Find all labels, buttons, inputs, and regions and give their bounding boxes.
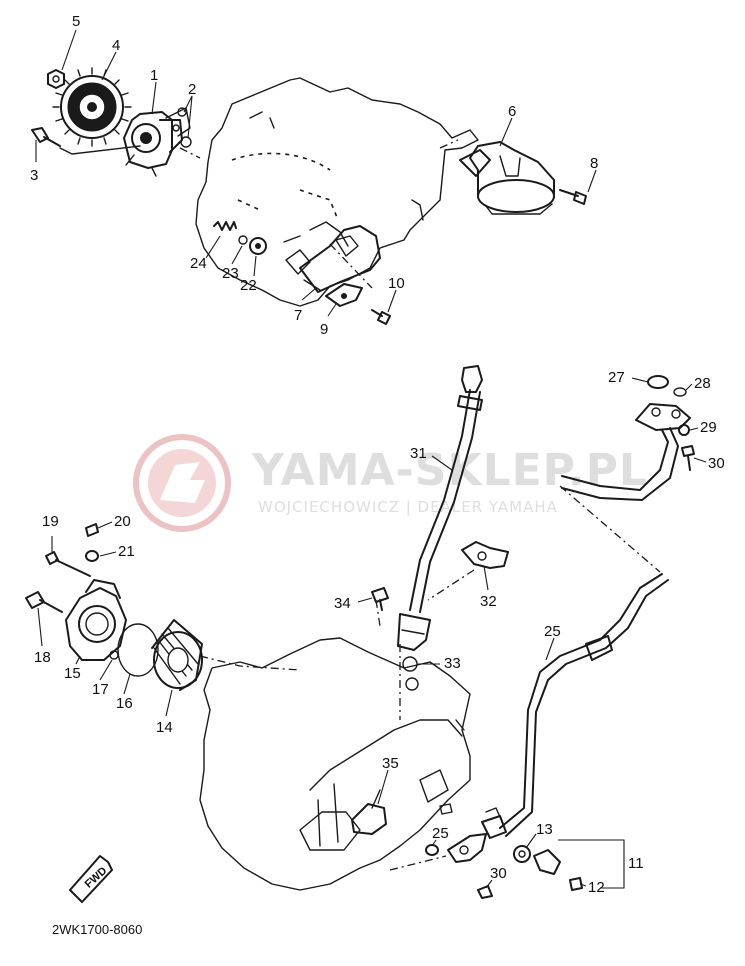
callout-30-lower: 30 [490,865,507,882]
callout-2: 2 [188,81,196,98]
callout-28: 28 [694,375,711,392]
callout-3: 3 [30,167,38,184]
watermark-title: YAMA-SKLEP.PL [251,445,648,496]
bracket-bolt [371,309,391,325]
callout-15: 15 [64,665,81,682]
drawing-code: 2WK1700-8060 [52,922,142,937]
collar-part [249,237,267,255]
oil-filter-cover [65,579,127,661]
callout-16: 16 [116,695,133,712]
lower-crankcase-outline [199,637,471,891]
callout-22: 22 [240,277,257,294]
watermark-subtitle: WOJCIECHOWICZ | DEALER YAMAHA [258,498,558,516]
callout-23: 23 [222,265,239,282]
dipstick-tube [397,365,483,651]
bracket-plate [325,283,363,307]
callout-4: 4 [112,37,120,54]
oil-level-sensor [351,789,387,835]
washer [85,550,99,562]
oring-27 [647,375,669,389]
callout-25: 25 [544,623,561,640]
watermark: YAMA-SKLEP.PL WOJCIECHOWICZ | DEALER YAM… [133,434,648,532]
oring-28 [673,387,687,397]
oil-pump-sprocket [52,67,132,147]
callout-29: 29 [700,419,717,436]
reference-lines-upper [179,139,459,289]
callout-9: 9 [320,321,328,338]
callout-5: 5 [72,13,80,30]
oil-hose-upper [561,403,691,501]
callout-14: 14 [156,719,173,736]
callout-21: 21 [118,543,135,560]
watermark-logo [133,434,231,532]
upper-crankcase-outline [195,77,479,307]
union-screw [569,877,583,891]
callout-33: 33 [444,655,461,672]
union-washer [513,845,531,863]
washer-26 [425,844,439,856]
small-oring [109,650,119,660]
tube-clamp [461,541,509,569]
callout-20: 20 [114,513,131,530]
callout-26: 25 [432,825,449,842]
cover-screw [559,189,587,205]
bolt-30-upper [681,445,695,471]
oil-strainer-cover [459,141,555,215]
callout-35: 35 [382,755,399,772]
callout-34: 34 [334,595,351,612]
callout-13: 13 [536,821,553,838]
callout-27: 27 [608,369,625,386]
callout-8: 8 [590,155,598,172]
tube-fittings [402,656,419,691]
washer-29 [678,424,690,436]
filter-oring [117,623,159,677]
callouts: 5 4 1 2 3 6 8 24 23 22 7 9 [30,13,725,896]
pump-bolt [31,127,141,155]
callout-7: 7 [294,307,302,324]
sprocket-nut [47,69,65,89]
callout-17: 17 [92,681,109,698]
callout-24: 24 [190,255,207,272]
callout-19: 19 [42,513,59,530]
cover-bolt-19 [45,551,91,577]
callout-10: 10 [388,275,405,292]
callout-32: 32 [480,593,497,610]
oil-pump-assembly [123,111,183,177]
callout-31: 31 [410,445,427,462]
tube-bolt [371,587,389,611]
pump-gasket-and-pins [165,107,192,148]
oil-delivery-pipe [447,573,669,863]
oring-small [238,235,248,245]
callout-30-upper: 30 [708,455,725,472]
callout-6: 6 [508,103,516,120]
callout-11: 11 [628,855,644,872]
callout-18: 18 [34,649,51,666]
oil-filter-element [151,619,203,691]
callout-12: 12 [588,879,605,896]
baffle-plate [283,221,381,293]
callout-1: 1 [150,67,158,84]
cover-bolt-18 [25,591,63,613]
reference-lines-lower [199,485,661,871]
bolt-30-lower [477,885,493,899]
front-direction-arrow: FWD [69,855,113,903]
bleed-screw [85,523,99,537]
union-bolt [533,849,561,875]
spring-part [213,221,237,231]
